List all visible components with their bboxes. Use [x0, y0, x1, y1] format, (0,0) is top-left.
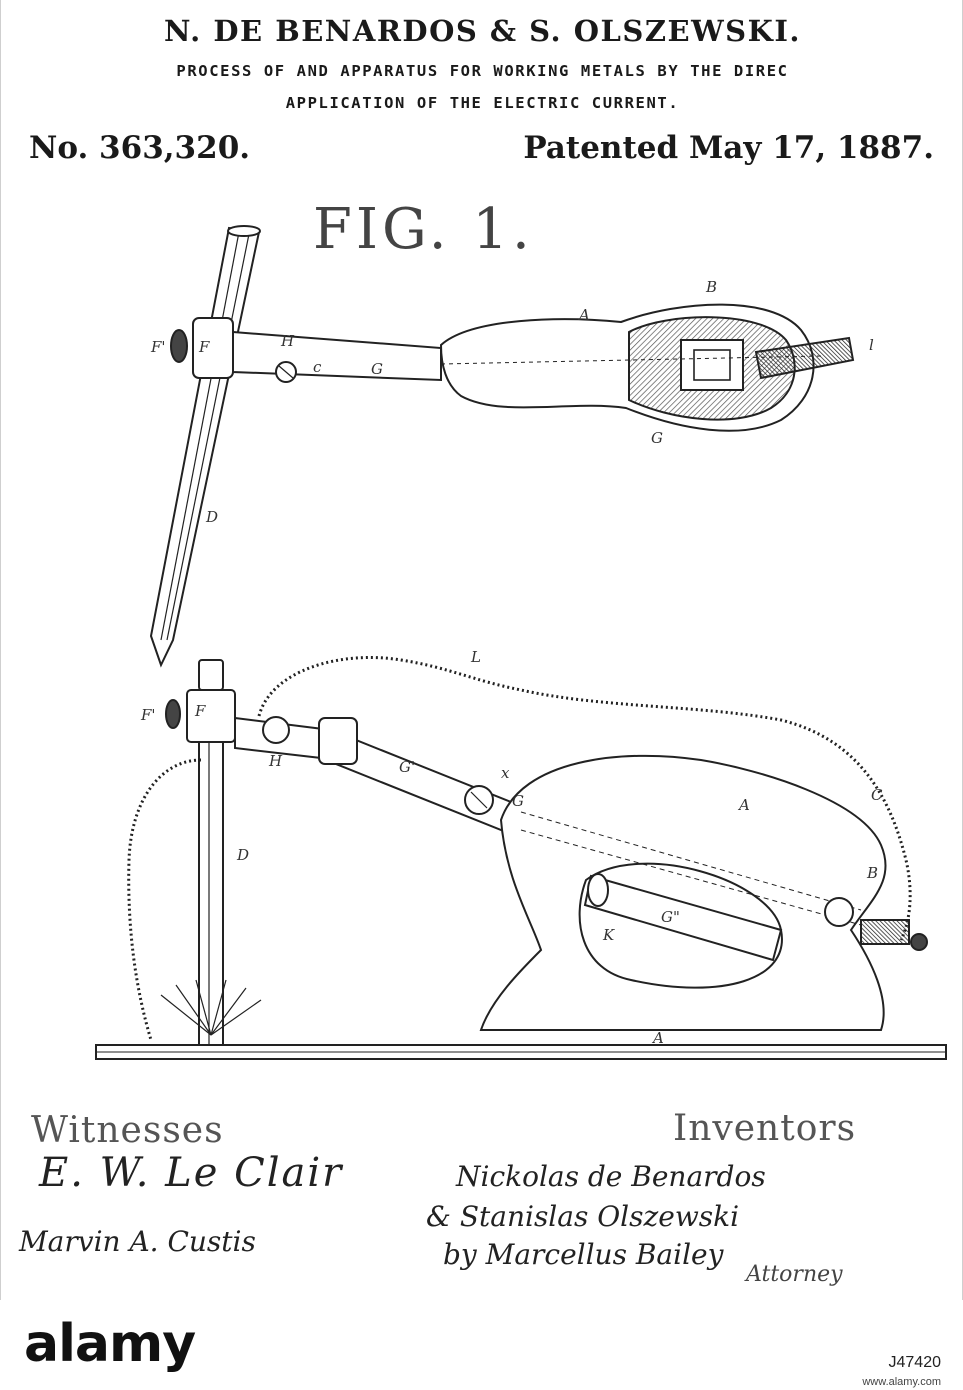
stock-footer: alamy J47420 www.alamy.com — [0, 1300, 963, 1390]
svg-text:B: B — [705, 278, 717, 296]
svg-text:A: A — [651, 1029, 664, 1047]
svg-text:D: D — [236, 846, 249, 864]
inventors-block-heading: Inventors — [673, 1108, 856, 1149]
svg-text:G': G' — [399, 758, 415, 776]
svg-text:F': F' — [140, 706, 156, 724]
svg-text:L: L — [470, 648, 481, 666]
patent-drawing: FIG. 1. F' F H — [1, 0, 963, 1300]
alamy-logo: alamy — [24, 1314, 195, 1374]
svg-text:l: l — [869, 336, 874, 354]
lower-apparatus-drawing — [96, 660, 946, 1059]
inventor-signature-1: Nickolas de Benardos — [456, 1160, 766, 1193]
witness-signature-2: Marvin A. Custis — [19, 1225, 256, 1258]
svg-text:G: G — [512, 792, 524, 810]
upper-holder-drawing — [151, 226, 853, 665]
svg-text:G: G — [371, 360, 383, 378]
svg-text:A: A — [577, 306, 590, 324]
svg-text:x: x — [501, 764, 510, 782]
patent-sheet: N. DE BENARDOS & S. OLSZEWSKI. PROCESS O… — [0, 0, 963, 1300]
svg-text:c: c — [313, 358, 322, 376]
footer-url: www.alamy.com — [862, 1376, 941, 1388]
svg-text:G": G" — [661, 908, 680, 926]
witness-signature-1: E. W. Le Clair — [39, 1150, 343, 1196]
svg-text:C: C — [871, 786, 883, 804]
attorney-signature: by Marcellus Bailey — [443, 1238, 723, 1271]
svg-text:G: G — [651, 429, 663, 447]
svg-text:B: B — [866, 864, 878, 882]
svg-text:K: K — [602, 926, 615, 944]
svg-text:F': F' — [150, 338, 166, 356]
figure-label: FIG. 1. — [313, 197, 534, 262]
svg-text:D: D — [205, 508, 218, 526]
svg-text:F: F — [198, 338, 210, 356]
svg-text:H: H — [268, 752, 283, 770]
svg-text:H: H — [280, 332, 295, 350]
witnesses-heading: Witnesses — [31, 1110, 224, 1151]
svg-text:F: F — [194, 702, 206, 720]
inventor-signature-2: & Stanislas Olszewski — [426, 1200, 739, 1233]
attorney-label: Attorney — [746, 1262, 843, 1287]
image-id: J47420 — [889, 1354, 942, 1372]
svg-text:A: A — [737, 796, 750, 814]
